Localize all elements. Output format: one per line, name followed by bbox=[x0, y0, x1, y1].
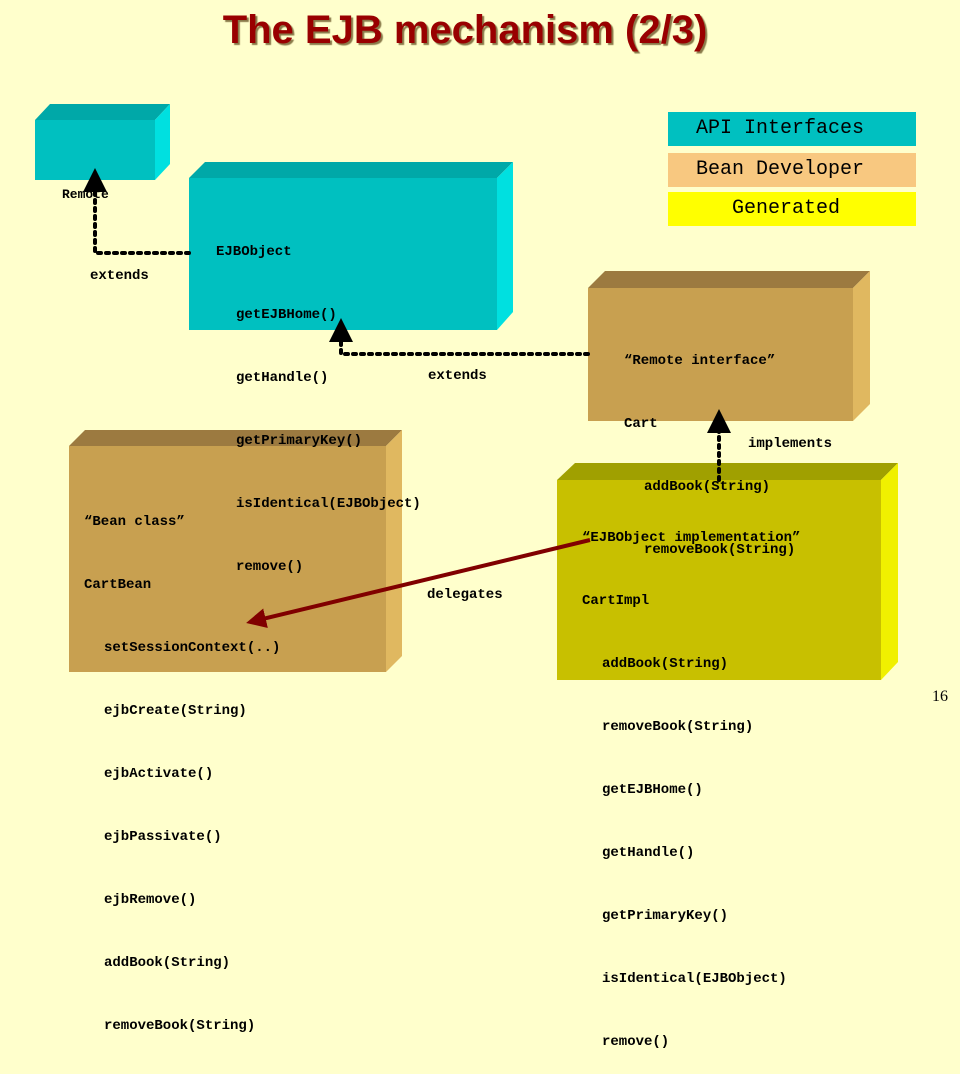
ejbobject-header: EJBObject bbox=[216, 244, 292, 260]
slide-title: The EJB mechanism (2/3) bbox=[222, 8, 708, 52]
legend-bean-developer: Bean Developer bbox=[668, 153, 916, 187]
legend-api-interfaces: API Interfaces bbox=[668, 112, 916, 146]
method: getPrimaryKey() bbox=[236, 433, 363, 449]
method: ejbActivate() bbox=[104, 766, 214, 782]
method: setSessionContext(..) bbox=[104, 640, 281, 656]
method: getEJBHome() bbox=[602, 782, 703, 798]
page-number: 16 bbox=[932, 688, 948, 705]
method: removeBook(String) bbox=[104, 1018, 256, 1034]
method: isIdentical(EJBObject) bbox=[602, 971, 787, 987]
method: isIdentical(EJBObject) bbox=[236, 496, 421, 512]
remote-box-text: Remote bbox=[62, 142, 109, 226]
remote-interface-name: Remote bbox=[62, 187, 109, 202]
method: addBook(String) bbox=[602, 656, 729, 672]
ejbobject-impl-class-name: CartImpl bbox=[582, 593, 650, 609]
ejbobject-impl-box bbox=[557, 463, 898, 680]
method: getHandle() bbox=[602, 845, 695, 861]
method: ejbCreate(String) bbox=[104, 703, 247, 719]
extends-arrow-remote bbox=[83, 168, 191, 255]
ejbobject-box-text: EJBObject getEJBHome() getHandle() getPr… bbox=[216, 200, 421, 599]
bean-class-box bbox=[69, 430, 402, 672]
method: getHandle() bbox=[236, 370, 329, 386]
remote-interface-box-text: “Remote interface” Cart addBook(String) … bbox=[624, 309, 795, 582]
extends-arrow-ejbobject bbox=[329, 318, 590, 356]
remote-interface-class-name: Cart bbox=[624, 416, 658, 432]
remote-interface-header: “Remote interface” bbox=[624, 353, 776, 369]
ejbobject-impl-header: “EJBObject implementation” bbox=[582, 530, 801, 546]
method: removeBook(String) bbox=[644, 542, 796, 558]
method: remove() bbox=[236, 559, 304, 575]
method: addBook(String) bbox=[644, 479, 771, 495]
ejbobject-impl-box-text: “EJBObject implementation” CartImpl addB… bbox=[582, 486, 800, 1074]
ejbobject-box bbox=[189, 162, 513, 330]
diagram-canvas bbox=[35, 104, 898, 680]
method: addBook(String) bbox=[104, 955, 231, 971]
extends-label-ejbobject: extends bbox=[428, 368, 487, 384]
bean-class-box-text: “Bean class” CartBean setSessionContext(… bbox=[84, 470, 280, 1058]
implements-label: implements bbox=[748, 436, 833, 452]
method: getPrimaryKey() bbox=[602, 908, 729, 924]
bean-class-header: “Bean class” bbox=[84, 514, 185, 530]
remote-box bbox=[35, 104, 170, 180]
method: ejbPassivate() bbox=[104, 829, 222, 845]
legend-generated: Generated bbox=[668, 192, 916, 226]
delegates-label: delegates bbox=[427, 587, 503, 603]
delegates-arrow bbox=[246, 538, 591, 628]
bean-class-name: CartBean bbox=[84, 577, 152, 593]
method: getEJBHome() bbox=[236, 307, 337, 323]
method: remove() bbox=[602, 1034, 670, 1050]
extends-label-remote: extends bbox=[90, 268, 149, 284]
method: removeBook(String) bbox=[602, 719, 754, 735]
remote-interface-box bbox=[588, 271, 870, 421]
method: ejbRemove() bbox=[104, 892, 197, 908]
